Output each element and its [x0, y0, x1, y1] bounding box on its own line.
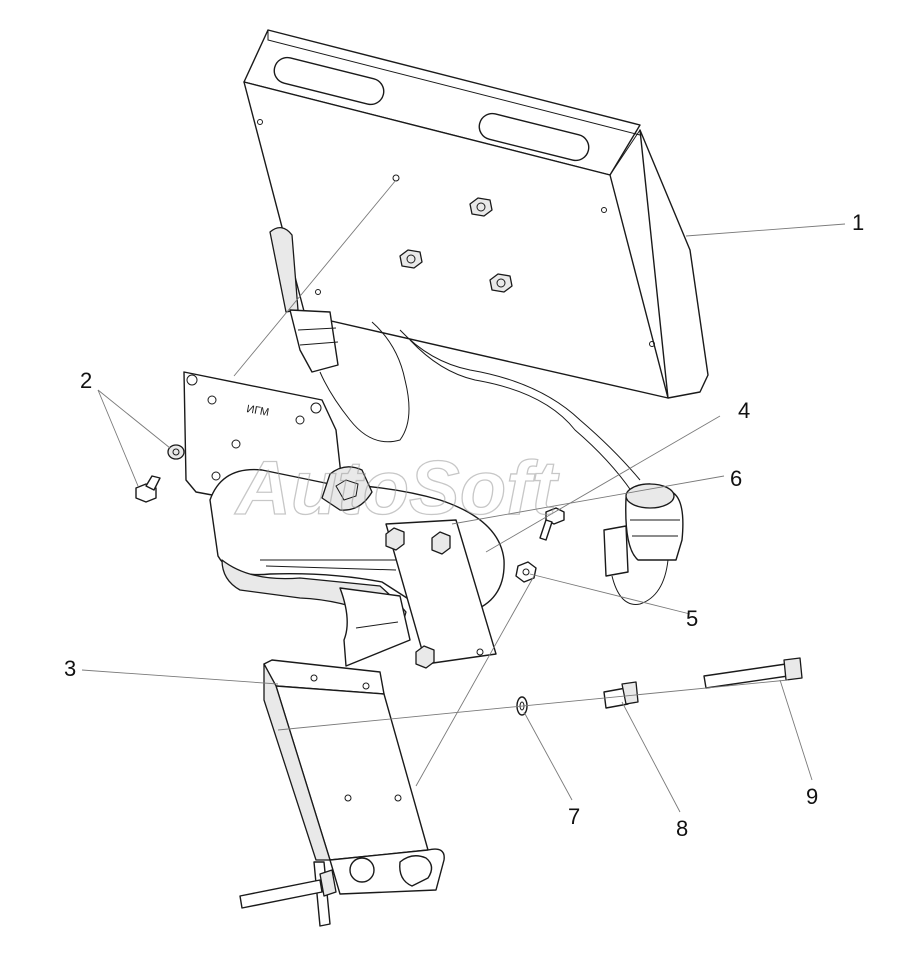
clamp-plate [385, 519, 497, 669]
panel-stud-nut [469, 197, 493, 217]
panel-stud-nut [489, 273, 513, 293]
callout-1: 1 [852, 210, 864, 235]
callout-8: 8 [676, 816, 688, 841]
callout-4: 4 [738, 398, 750, 423]
callout-2: 2 [80, 368, 92, 393]
connector-plug [603, 483, 684, 605]
display-panel [243, 29, 709, 399]
clamp-bolt [385, 527, 405, 551]
clamp-bolt [431, 531, 451, 555]
bushing-8 [603, 681, 639, 709]
screw-and-washer [135, 444, 185, 503]
callout-9: 9 [806, 784, 818, 809]
bolt-6 [539, 507, 565, 541]
leader-lines [81, 179, 846, 813]
right-cable [399, 329, 641, 493]
callout-3: 3 [64, 656, 76, 681]
callout-7: 7 [568, 804, 580, 829]
watermark-autosoft: AutoSoft [234, 446, 559, 531]
long-bolt-9 [703, 657, 803, 689]
callout-6: 6 [730, 466, 742, 491]
callout-5: 5 [686, 606, 698, 631]
clamp-bolt [415, 645, 435, 669]
panel-stud-nut [399, 249, 423, 269]
nut-5 [515, 561, 537, 583]
plate-stamp: ИГМ [245, 403, 270, 419]
mounting-bracket [239, 659, 445, 927]
left-cable-connector [269, 227, 410, 443]
